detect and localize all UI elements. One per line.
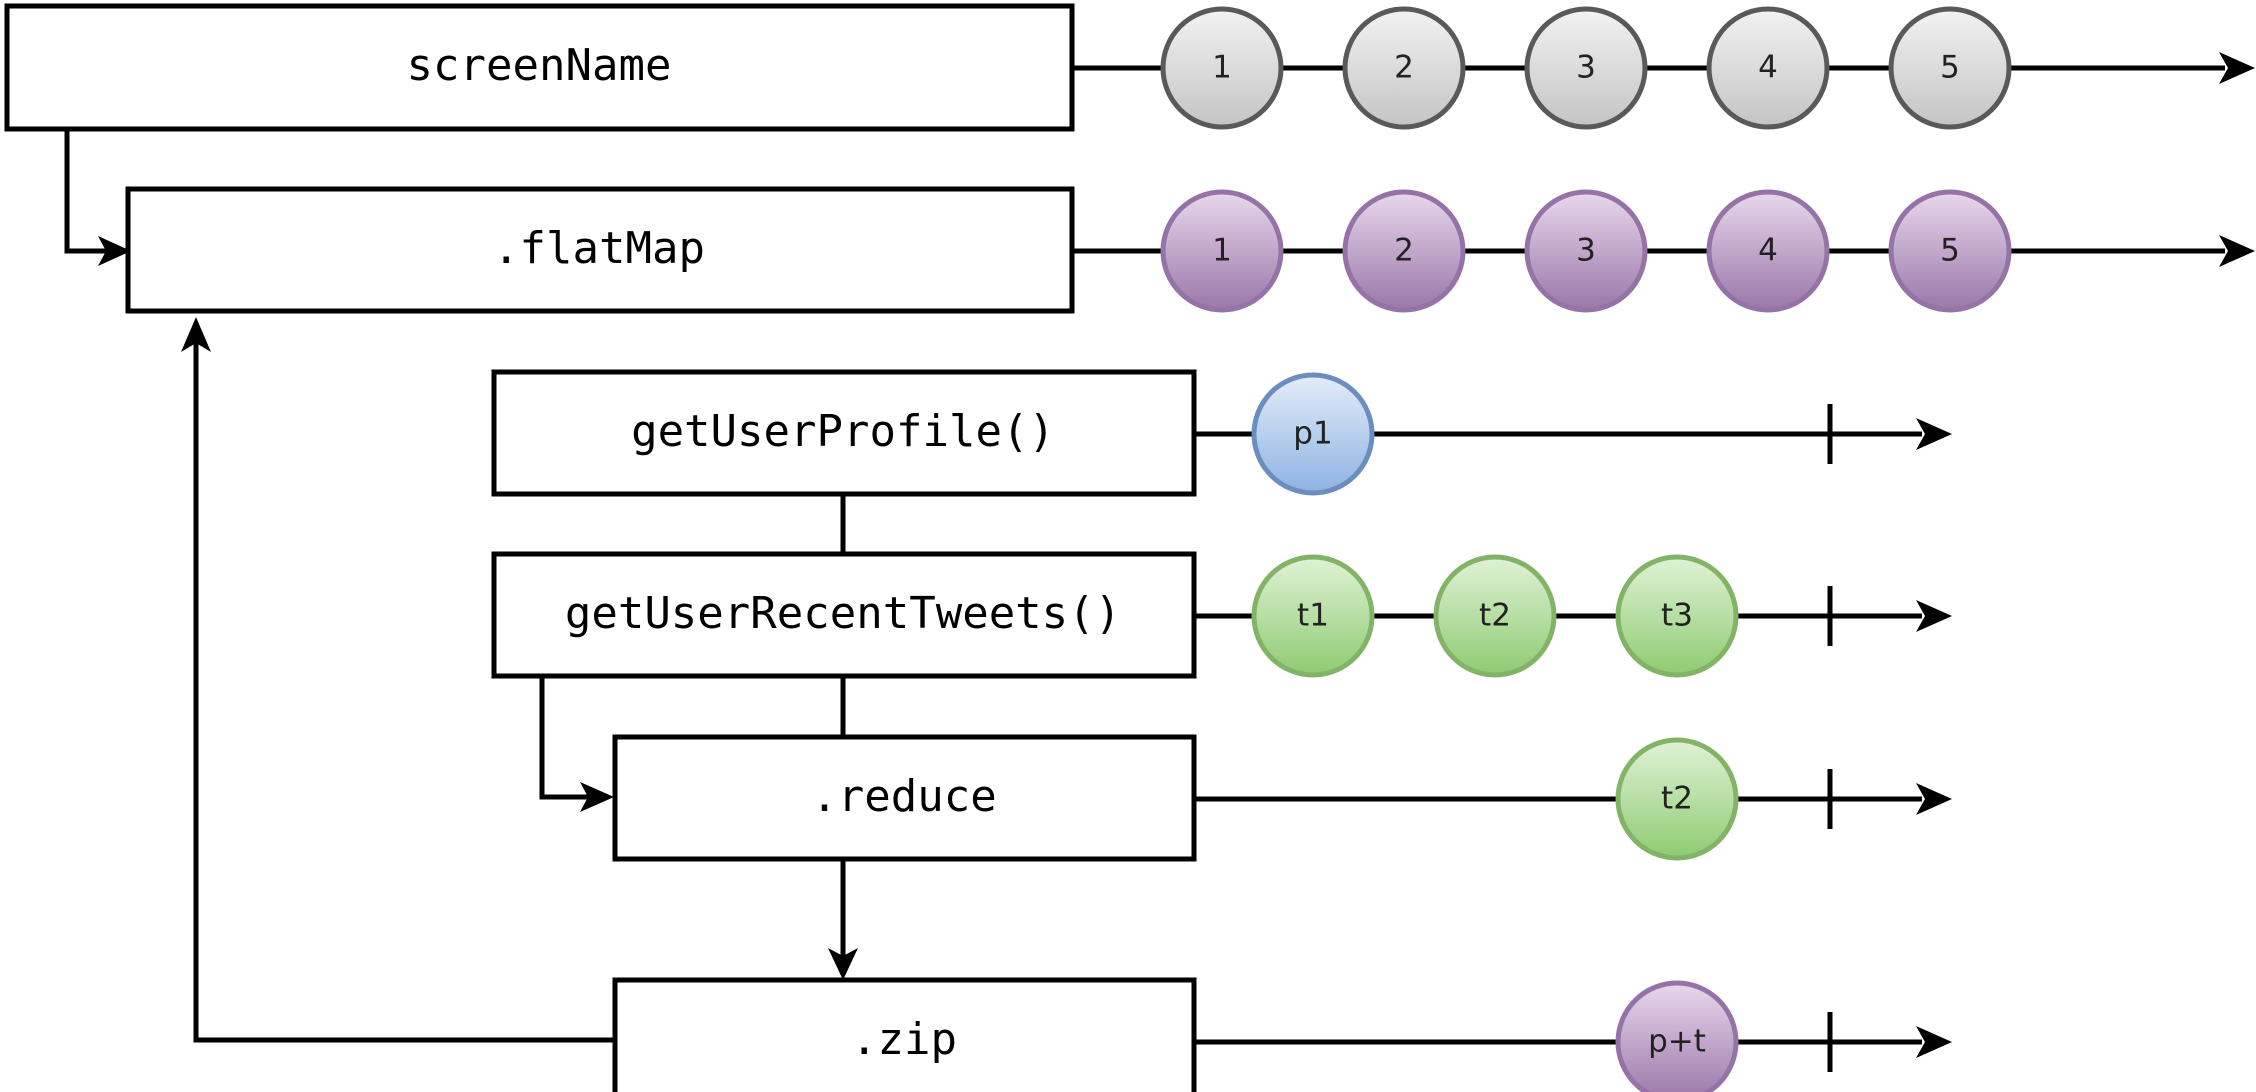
operator-box (491, 551, 1197, 679)
timeline-arrowhead (1916, 600, 1952, 632)
marble-circle (1888, 6, 2012, 130)
timeline-arrowhead (1916, 783, 1952, 815)
operator-reduce: .reduce (612, 734, 1197, 862)
marble-label: 1 (1212, 233, 1232, 269)
marble-circle (1433, 554, 1557, 678)
operator-zip: .zip (612, 977, 1197, 1092)
timelines: 1 2 3 4 5 1 2 3 4 5 p1 t1 t2 t3 t2 p+t (1072, 6, 2255, 1092)
marble-green: t2 (1433, 554, 1557, 678)
marble-label: 1 (1212, 50, 1232, 86)
marble-label: 3 (1576, 233, 1596, 269)
marble-purple: 4 (1706, 189, 1830, 313)
marble-label: t2 (1479, 598, 1511, 634)
timeline-reduce: t2 (1194, 737, 1952, 861)
timeline-arrowhead (2219, 52, 2255, 84)
marble-label: p+t (1648, 1024, 1706, 1060)
marble-circle (1524, 189, 1648, 313)
timeline-flatmap: 1 2 3 4 5 (1072, 189, 2255, 313)
marble-gray: 3 (1524, 6, 1648, 130)
marble-label: t1 (1297, 598, 1329, 634)
operator-box (612, 977, 1197, 1092)
marble-purple: 1 (1160, 189, 1284, 313)
marble-circle (1888, 189, 2012, 313)
marble-purple: 5 (1888, 189, 2012, 313)
marble-circle (1342, 189, 1466, 313)
timeline-zip: p+t (1194, 980, 1952, 1092)
operator-getuserrecenttweets: getUserRecentTweets() (491, 551, 1197, 679)
operator-getuserprofile: getUserProfile() (491, 369, 1197, 497)
marble-label: 4 (1758, 50, 1778, 86)
marble-circle (1706, 6, 1830, 130)
marble-green: t3 (1615, 554, 1739, 678)
marble-gray: 4 (1706, 6, 1830, 130)
arrowhead-into-zip (828, 948, 858, 980)
marble-circle (1251, 554, 1375, 678)
operator-label: .flatMap (493, 223, 705, 274)
marble-label: 5 (1940, 50, 1960, 86)
operator-label: getUserProfile() (631, 406, 1055, 457)
marble-circle (1615, 554, 1739, 678)
operator-boxes: screenName .flatMap getUserProfile() get… (4, 3, 1197, 1092)
marble-label: 4 (1758, 233, 1778, 269)
marble-blue: p1 (1251, 372, 1375, 496)
operator-box (491, 369, 1197, 497)
marble-circle (1251, 372, 1375, 496)
timeline-arrowhead (1916, 418, 1952, 450)
connector-screenname-to-flatmap (64, 130, 118, 254)
connector-zip-to-flatmap (193, 335, 614, 1043)
marble-circle (1615, 980, 1739, 1092)
timeline-arrowhead (1916, 1026, 1952, 1058)
arrowhead-into-flatmap-bottom (181, 317, 211, 352)
connector-tweets-to-reduce (539, 677, 600, 800)
marble-label: 2 (1394, 50, 1414, 86)
operator-box (4, 3, 1075, 132)
arrowhead-into-flatmap (98, 236, 131, 266)
marble-label: 3 (1576, 50, 1596, 86)
operator-box (125, 186, 1075, 314)
marble-circle (1160, 6, 1284, 130)
marble-label: t2 (1661, 781, 1693, 817)
timeline-getuserrecenttweets: t1 t2 t3 (1194, 554, 1952, 678)
operator-box (612, 734, 1197, 862)
operator-label: .zip (851, 1014, 957, 1065)
marble-gray: 2 (1342, 6, 1466, 130)
marble-label: p1 (1293, 416, 1332, 452)
marble-gray: 5 (1888, 6, 2012, 130)
marble-circle (1160, 189, 1284, 313)
timeline-arrowhead (2219, 235, 2255, 267)
timeline-screenname: 1 2 3 4 5 (1072, 6, 2255, 130)
marble-green: t2 (1615, 737, 1739, 861)
timeline-getuserprofile: p1 (1194, 372, 1952, 496)
operator-label: .reduce (811, 771, 996, 822)
marble-circle (1615, 737, 1739, 861)
marble-label: t3 (1661, 598, 1693, 634)
marble-circle (1524, 6, 1648, 130)
arrowhead-into-reduce (580, 782, 614, 812)
marble-purple: p+t (1615, 980, 1739, 1092)
marble-green: t1 (1251, 554, 1375, 678)
marble-circle (1342, 6, 1466, 130)
operator-connectors (64, 130, 858, 1043)
marble-purple: 3 (1524, 189, 1648, 313)
operator-label: getUserRecentTweets() (565, 588, 1121, 639)
operator-flatmap: .flatMap (125, 186, 1075, 314)
operator-label: screenName (407, 40, 672, 91)
marble-purple: 2 (1342, 189, 1466, 313)
marble-label: 5 (1940, 233, 1960, 269)
marble-circle (1706, 189, 1830, 313)
marble-gray: 1 (1160, 6, 1284, 130)
marble-label: 2 (1394, 233, 1414, 269)
operator-screenname: screenName (4, 3, 1075, 132)
